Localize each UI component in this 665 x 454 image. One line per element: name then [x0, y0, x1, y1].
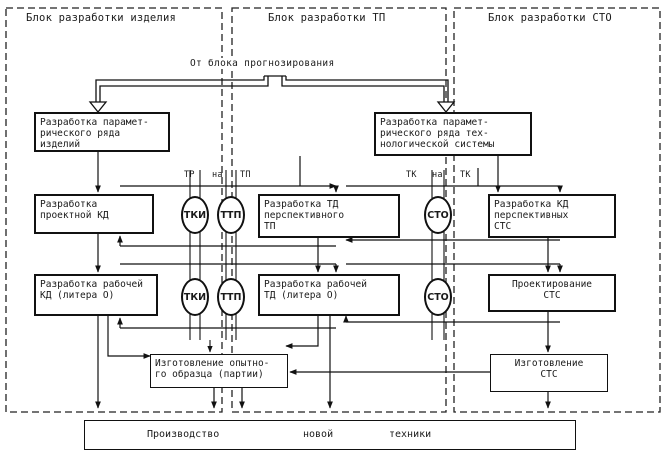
pin-label-tp: ТП — [240, 170, 251, 180]
pin-label-tr: ТР — [184, 170, 195, 180]
column-title-product: Блок разработки изделия — [26, 12, 176, 24]
box-persp-kd-sto: Разработка КД перспективных СТС — [488, 194, 616, 238]
block-sto-boundary — [453, 7, 661, 413]
row2-exchange — [117, 263, 563, 329]
column-title-sto: Блок разработки СТО — [488, 12, 612, 24]
forecast-arrow-left — [88, 101, 108, 114]
column-title-tp: Блок разработки ТП — [268, 12, 386, 24]
forecast-connector — [95, 75, 449, 104]
production-word-3: техники — [389, 429, 432, 440]
circle-sto-1: СТО — [424, 196, 452, 234]
product-flow — [95, 152, 151, 409]
box-make-prototype: Изготовление опытно- го образца (партии) — [150, 354, 288, 388]
box-param-tech: Разработка парамет- рического ряда тех- … — [374, 112, 532, 156]
forecast-arrow-right — [436, 101, 456, 114]
box-design-kd: Разработка проектной КД — [34, 194, 154, 234]
circle-tki-2: ТКИ — [181, 278, 209, 316]
pin-label-tk: ТК — [406, 170, 417, 180]
box-design-sto: Проектирование СТС — [488, 274, 616, 312]
circle-ttp-1: ТТП — [217, 196, 245, 234]
box-persp-td: Разработка ТД перспективного ТП — [258, 194, 400, 238]
tp-flow — [211, 234, 333, 409]
box-work-kd: Разработка рабочей КД (литера О) — [34, 274, 158, 316]
forecast-note: От блока прогнозирования — [190, 58, 335, 69]
pin-label-tk2: ТК — [460, 170, 471, 180]
box-param-product: Разработка парамет- рического ряда издел… — [34, 112, 170, 152]
circle-ttp-2: ТТП — [217, 278, 245, 316]
circle-sto-2: СТО — [424, 278, 452, 316]
box-production: Производство новой техники — [84, 420, 576, 450]
box-make-sto: Изготовление СТС — [490, 354, 608, 392]
production-word-2: новой — [303, 429, 334, 440]
pin-label-na: на — [212, 170, 223, 180]
pin-label-na2: на — [432, 170, 443, 180]
production-word-1: Производство — [147, 429, 220, 440]
row1-exchange — [117, 156, 563, 247]
box-work-td: Разработка рабочей ТД (литера О) — [258, 274, 400, 316]
circle-tki-1: ТКИ — [181, 196, 209, 234]
